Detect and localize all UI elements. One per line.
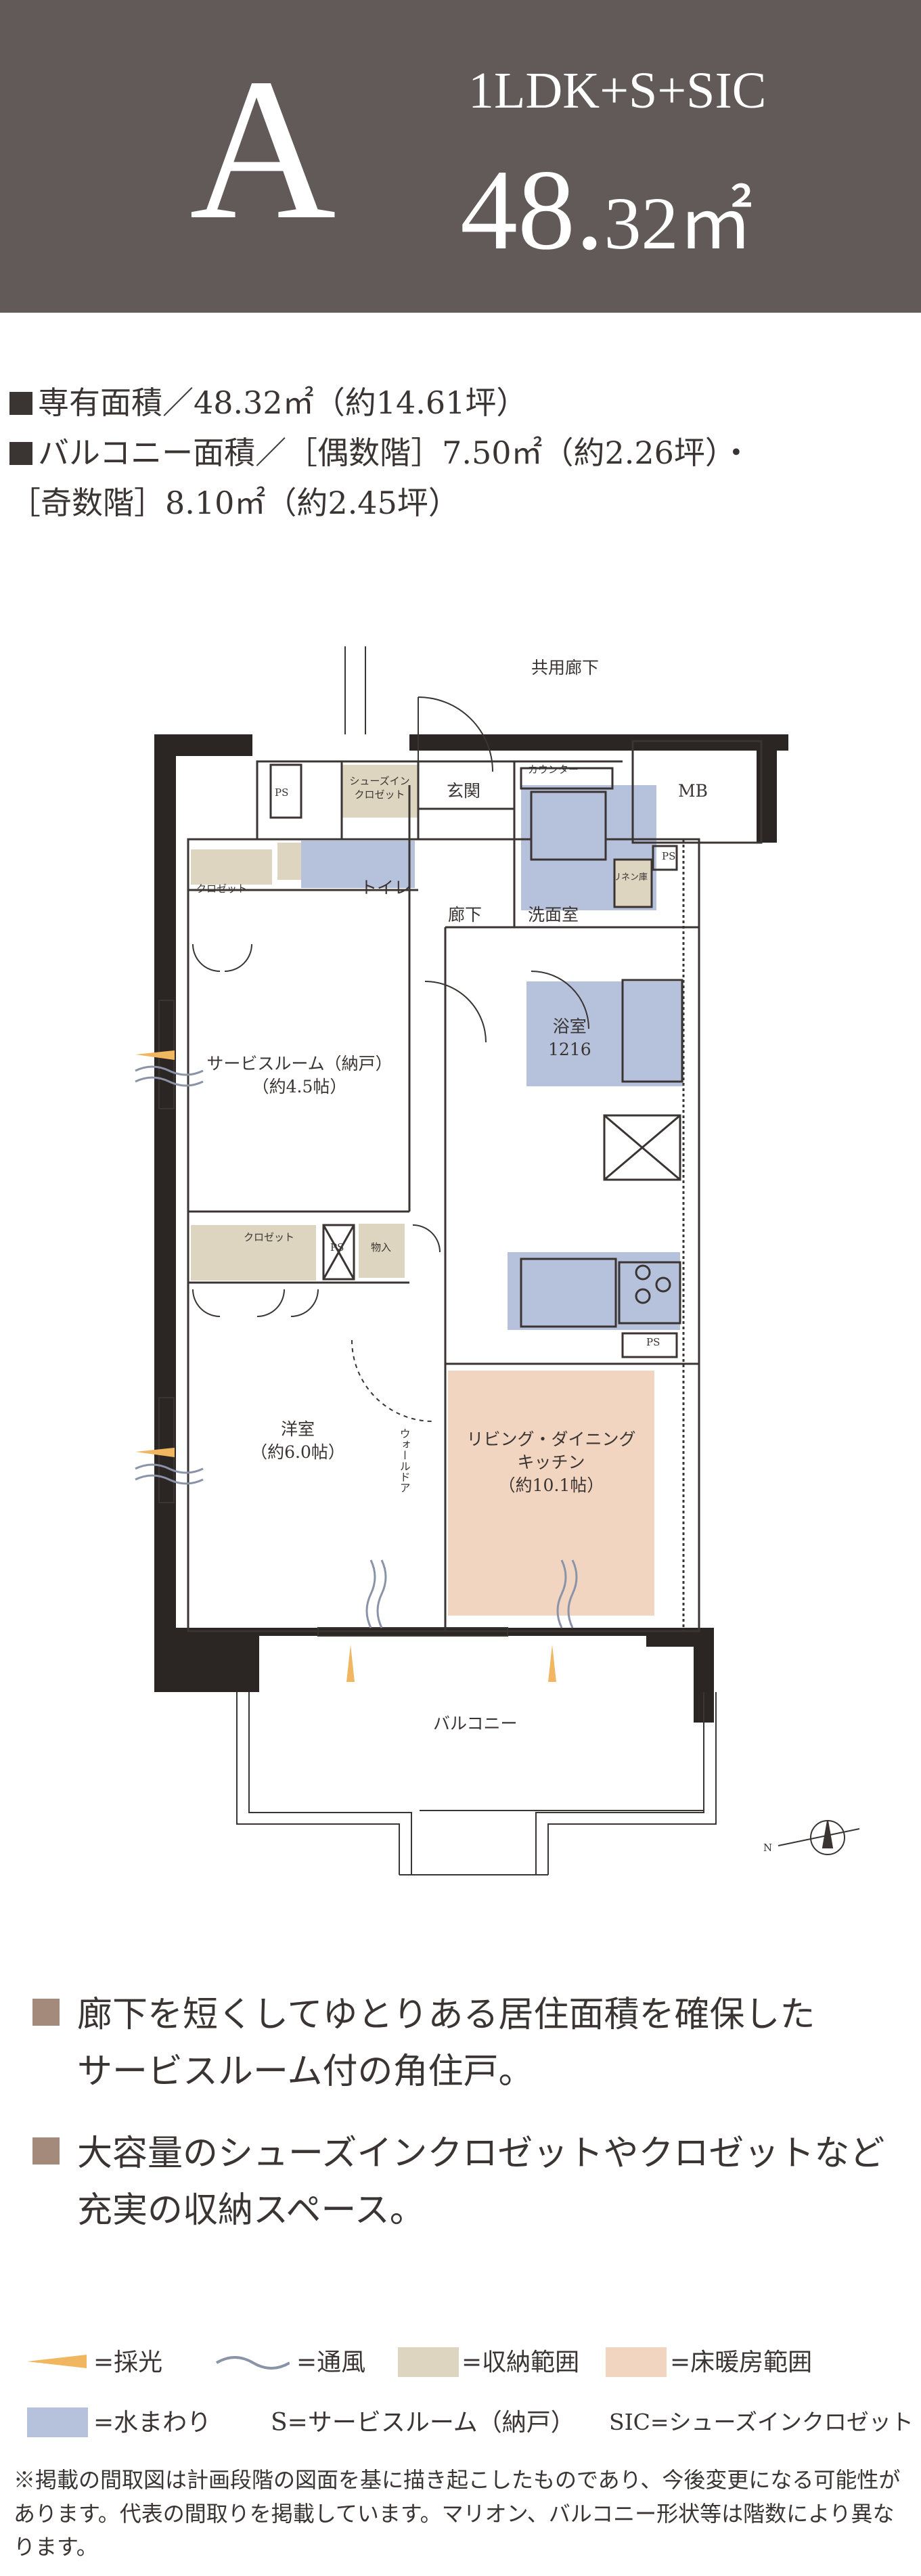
wind-markers <box>135 1065 578 1628</box>
floor-heating-area <box>448 1371 654 1616</box>
label-walk-door: ウォールドア <box>397 1428 411 1493</box>
disclaimer-note: ※掲載の間取図は計画段階の図面を基に描き起こしたものであり、今後変更になる可能性… <box>14 2467 901 2560</box>
label-counter: カウンター <box>528 763 579 776</box>
bullet-square-icon <box>32 2137 60 2164</box>
storage-areas <box>191 765 418 1281</box>
floor-heating-swatch <box>606 2347 667 2377</box>
spec-balcony-area: バルコニー面積／［偶数階］7.50㎡（約2.26坪）・ <box>9 437 752 468</box>
legend-storage: =収納範囲 <box>462 2349 580 2376</box>
label-toilet: トイレ <box>360 878 411 897</box>
type-letter: A <box>189 37 336 261</box>
label-ps-1: PS <box>275 786 289 799</box>
spec-private-area: 専有面積／48.32㎡（約14.61坪） <box>9 387 527 418</box>
label-ldk: リビング・ダイニング キッチン （約10.1帖） <box>466 1429 636 1495</box>
legend-floor-heating: =床暖房範囲 <box>670 2349 813 2376</box>
label-storage: 物入 <box>371 1241 392 1253</box>
bullet-square-icon <box>9 392 32 415</box>
legend-sic: SIC=シューズインクロゼット <box>609 2409 914 2435</box>
label-entrance: 玄関 <box>447 781 481 801</box>
wind-legend-icon <box>215 2356 290 2370</box>
feature-1: 廊下を短くしてゆとりある居住面積を確保した サービスルーム付の角住戸。 <box>32 1986 815 2100</box>
legend-wind: =通風 <box>296 2349 366 2376</box>
legend-water: =水まわり <box>93 2409 212 2437</box>
label-north: N <box>763 1842 773 1854</box>
label-service-room: サービスルーム（納戸） （約4.5帖） <box>206 1054 392 1096</box>
floor-plan-drawing <box>135 646 860 1875</box>
label-balcony: バルコニー <box>433 1714 518 1733</box>
label-ps-3: PS <box>330 1241 344 1253</box>
layout-code: 1LDK+S+SIC <box>468 62 767 119</box>
label-shared-corridor: 共用廊下 <box>531 658 600 678</box>
spec-balcony-odd: ［奇数階］8.10㎡（約2.45坪） <box>9 485 459 521</box>
feature-2: 大容量のシューズインクロゼットやクロゼットなど 充実の収納スペース。 <box>32 2125 884 2239</box>
balcony-outline <box>236 1692 717 1875</box>
header-banner: A 1LDK+S+SIC 48.32㎡ <box>0 0 921 313</box>
label-mb: MB <box>678 781 708 801</box>
bullet-square-icon <box>9 442 32 465</box>
label-ps-2: PS <box>662 850 676 862</box>
label-washroom: 洗面室 <box>528 905 579 925</box>
label-bathroom: 浴室 1216 <box>548 1017 591 1059</box>
walls <box>154 734 788 1723</box>
label-western-room: 洋室 （約6.0帖） <box>250 1419 345 1462</box>
label-closet-1: クロゼット <box>196 883 248 895</box>
label-hallway: 廊下 <box>448 905 482 925</box>
legend-service-room: S=サービスルーム（納戸） <box>271 2409 575 2437</box>
bullet-square-icon <box>32 1999 60 2026</box>
label-ps-4: PS <box>646 1336 660 1348</box>
label-closet-2: クロゼット <box>244 1231 295 1243</box>
door-swings <box>192 696 589 1422</box>
label-linen: リネン庫 <box>612 872 648 883</box>
water-swatch <box>27 2407 88 2437</box>
label-shoes-in-closet: シューズイン クロゼット <box>349 775 410 801</box>
floor-plan: 共用廊下 PS シューズイン クロゼット 玄関 MB カウンター リネン庫 PS… <box>0 629 921 1902</box>
area-display: 48.32㎡ <box>460 152 753 267</box>
light-markers <box>135 1050 556 1682</box>
area-unit: ㎡ <box>678 182 753 265</box>
area-decimal: 32 <box>604 182 679 265</box>
interior-lines <box>187 740 763 1633</box>
light-legend-icon <box>27 2355 87 2368</box>
area-integer: 48. <box>460 146 604 273</box>
storage-swatch <box>398 2347 459 2377</box>
compass-icon <box>778 1820 860 1855</box>
legend-light: =採光 <box>93 2349 163 2376</box>
